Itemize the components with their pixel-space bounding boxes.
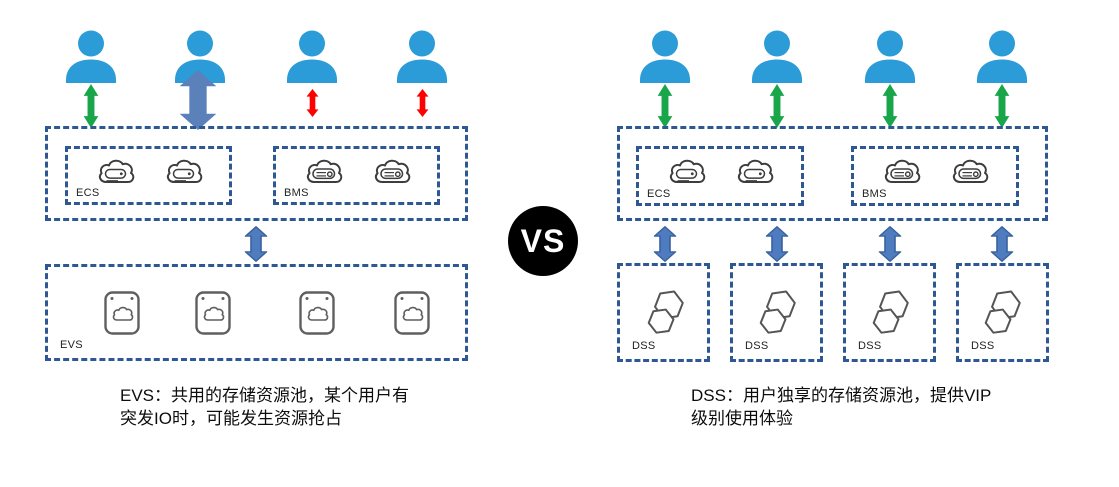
vs-badge: VS (508, 206, 578, 276)
dss-caption: DSS：用户独享的存储资源池，提供VIP 级别使用体验 (691, 384, 991, 430)
right-compute-box (617, 126, 1048, 221)
dss-box: DSS (956, 263, 1049, 362)
evs-disk-icon (104, 291, 140, 335)
green-double-arrow-icon (769, 84, 785, 128)
ecs-label: ECS (76, 187, 100, 199)
connector-double-arrow-icon (653, 226, 677, 262)
green-double-arrow-icon (994, 84, 1010, 128)
bms-cloud-server-icon (881, 156, 923, 189)
dss-box: DSS (617, 263, 710, 362)
green-double-arrow-icon (882, 84, 898, 128)
evs-caption: EVS：共用的存储资源池，某个用户有 突发IO时，可能发生资源抢占 (120, 384, 409, 430)
ecs-cloud-server-icon (734, 156, 776, 189)
left-ecs-box: ECS (65, 146, 232, 205)
dss-hexagon-icon (641, 287, 689, 339)
dss-box: DSS (843, 263, 936, 362)
evs-caption-line1: EVS：共用的存储资源池，某个用户有 (120, 386, 410, 405)
connector-double-arrow-icon (244, 226, 268, 262)
bms-cloud-server-icon (371, 156, 413, 189)
ecs-cloud-server-icon (95, 156, 137, 189)
dss-hexagon-icon (866, 287, 914, 339)
connector-double-arrow-icon (990, 226, 1014, 262)
green-double-arrow-icon (657, 84, 673, 128)
dss-label: DSS (971, 340, 995, 352)
bms-cloud-server-icon (303, 156, 345, 189)
ecs-cloud-server-icon (666, 156, 708, 189)
user-icon (974, 29, 1030, 83)
left-bms-box: BMS (273, 146, 440, 205)
dss-caption-line2: 级别使用体验 (691, 409, 793, 428)
dss-hexagon-icon (978, 287, 1026, 339)
user-icon (749, 29, 805, 83)
evs-disk-icon (299, 291, 335, 335)
dss-box: DSS (730, 263, 823, 362)
dss-caption-line1: DSS：用户独享的存储资源池，提供VIP (691, 386, 992, 405)
bms-cloud-server-icon (949, 156, 991, 189)
user-icon (862, 29, 918, 83)
user-icon (394, 29, 450, 83)
right-bms-box: BMS (851, 146, 1019, 206)
dss-label: DSS (858, 340, 882, 352)
connector-double-arrow-icon (765, 226, 789, 262)
user-icon (284, 29, 340, 83)
left-compute-box (45, 126, 468, 221)
evs-storage-box: EVS (45, 264, 468, 361)
green-double-arrow-icon (83, 84, 99, 128)
dss-hexagon-icon (753, 287, 801, 339)
dss-label: DSS (632, 340, 656, 352)
ecs-cloud-server-icon (163, 156, 205, 189)
ecs-label: ECS (647, 188, 671, 200)
connector-double-arrow-icon (878, 226, 902, 262)
red-double-arrow-icon (306, 89, 319, 117)
user-icon (637, 29, 693, 83)
bms-label: BMS (284, 187, 309, 199)
evs-caption-line2: 突发IO时，可能发生资源抢占 (120, 409, 342, 428)
large-blue-double-arrow-icon (178, 70, 218, 130)
evs-label: EVS (60, 339, 83, 351)
evs-disk-icon (195, 291, 231, 335)
dss-label: DSS (745, 340, 769, 352)
red-double-arrow-icon (416, 89, 429, 117)
bms-label: BMS (862, 188, 887, 200)
evs-disk-icon (394, 291, 430, 335)
right-ecs-box: ECS (636, 146, 804, 206)
user-icon (63, 29, 119, 83)
